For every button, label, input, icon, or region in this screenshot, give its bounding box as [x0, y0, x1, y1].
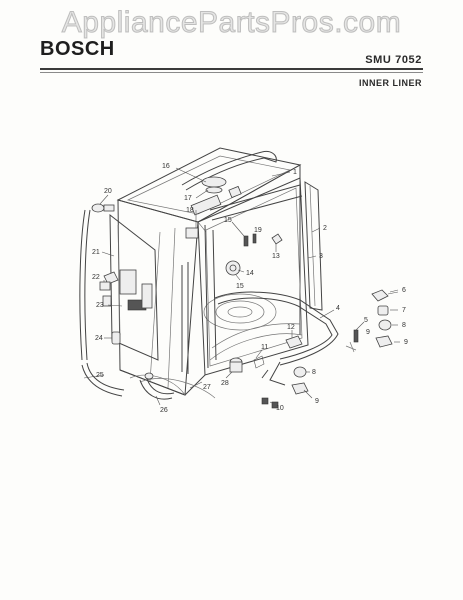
- inner-parts: [185, 221, 283, 276]
- part-10: [261, 397, 269, 405]
- callout-27: 27: [203, 384, 211, 391]
- callout-23: 23: [96, 302, 104, 309]
- callout-11: 11: [261, 344, 268, 351]
- callout-22: 22: [92, 274, 100, 281]
- tub-front-frame: [197, 177, 309, 376]
- upper-tube: [181, 151, 263, 186]
- gasket-right: [304, 181, 323, 311]
- callout-25: 25: [96, 372, 104, 379]
- watermark: AppliancePartsPros.com: [61, 6, 402, 40]
- gasket-left-strip: [204, 224, 217, 369]
- part-12: [285, 335, 303, 349]
- callout-21: 21: [92, 249, 100, 256]
- callout-17: 17: [184, 195, 192, 202]
- hose-cap: [91, 203, 105, 213]
- callout-9-lower: 9: [315, 398, 319, 405]
- callout-13: 13: [272, 253, 280, 260]
- right-parts: [229, 289, 399, 409]
- door-gasket: [204, 181, 323, 369]
- part-24: [111, 331, 121, 345]
- callout-14: 14: [246, 270, 254, 277]
- callout-8: 8: [402, 322, 406, 329]
- callout-28: 28: [221, 380, 229, 387]
- callout-18: 18: [186, 207, 194, 214]
- model-number: SMU 7052: [365, 54, 422, 66]
- callout-labels: 1 2 3 4 5 6 7 8 9 9 10 11 12 13 14 15 15…: [92, 163, 408, 414]
- callout-20: 20: [104, 188, 112, 195]
- upper-spray-assembly: [181, 151, 277, 216]
- part-5: [353, 329, 359, 343]
- hose-20: [79, 209, 86, 361]
- tub-base: [119, 369, 206, 396]
- callout-9: 9: [404, 339, 408, 346]
- callout-10: 10: [276, 405, 284, 412]
- callout-4: 4: [336, 305, 340, 312]
- heater-assembly: [214, 291, 339, 386]
- header-rule-thin: [40, 72, 423, 73]
- part-8: [378, 319, 392, 331]
- clip-22: [103, 271, 119, 285]
- part-9-lower: [291, 382, 309, 395]
- clip-15: [243, 235, 249, 247]
- sump-area: [203, 293, 277, 331]
- section-title: INNER LINER: [358, 78, 422, 88]
- part-9: [375, 335, 393, 348]
- callout-15-lower: 15: [236, 283, 244, 290]
- callout-5: 5: [364, 317, 368, 324]
- part-11: [253, 355, 265, 369]
- callout-8-lower: 8: [312, 369, 316, 376]
- part-6: [371, 289, 389, 302]
- drain-hose: [139, 372, 175, 400]
- callout-6: 6: [402, 287, 406, 294]
- callout-3: 3: [319, 253, 323, 260]
- tub-top-inner: [126, 155, 292, 215]
- fastener-13: [271, 233, 283, 245]
- hose-25: [81, 364, 123, 397]
- callout-1: 1: [293, 169, 297, 176]
- callout-7: 7: [402, 307, 406, 314]
- callout-12: 12: [287, 324, 295, 331]
- top-bracket: [190, 194, 222, 216]
- callout-16: 16: [162, 163, 170, 170]
- part-7: [377, 305, 389, 316]
- brand-logo: BOSCH: [40, 38, 115, 60]
- bracket-19: [185, 227, 199, 239]
- tub-back-edge: [197, 164, 301, 335]
- callout-26: 26: [160, 407, 168, 414]
- dispenser-bracket: [119, 269, 137, 295]
- part-8-lower: [293, 366, 307, 378]
- callout-9-mid: 9: [366, 329, 370, 336]
- heater-element: [214, 291, 339, 366]
- callout-24: 24: [95, 335, 103, 342]
- callout-15: 15: [224, 217, 232, 224]
- callout-2: 2: [323, 225, 327, 232]
- callout-19: 19: [254, 227, 262, 234]
- header-rule: [40, 68, 423, 70]
- leader-lines: [83, 167, 400, 406]
- left-side-parts: [79, 203, 159, 397]
- gasket-top-strip: [209, 184, 303, 221]
- hose-26: [139, 379, 173, 400]
